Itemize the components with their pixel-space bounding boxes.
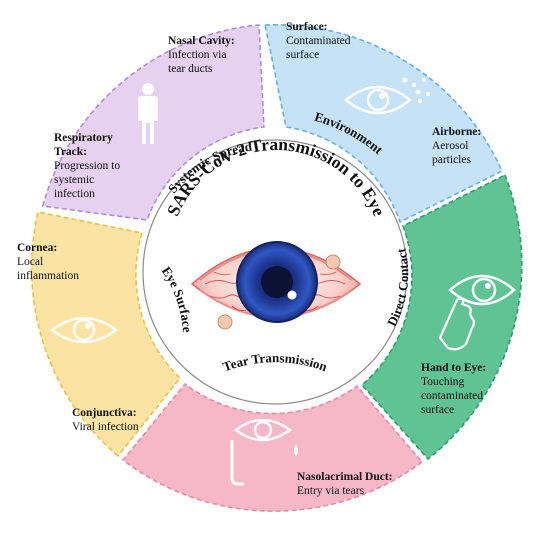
hand-to-eye-line-3: surface [421,404,454,416]
airborne-line-1: Aerosol [432,140,468,152]
hand-touch-eye-icon [438,274,516,351]
sector-environment [264,23,504,224]
respiratory-track-line-1: Progression to [54,160,120,172]
surface-heading: Surface: [286,21,328,33]
respiratory-track-heading-1: Respiratory [54,132,113,144]
airborne-heading: Airborne: [432,126,481,138]
infected-eye-illustration [190,241,362,330]
sector-tear-transmission [121,382,424,512]
cornea-heading: Cornea: [17,242,57,254]
hand-to-eye-line-2: contaminated [421,390,483,402]
hand-to-eye-line-1: Touching [421,376,465,388]
respiratory-track-heading-2: Track: [54,146,87,158]
tear-duct-icon [230,418,298,486]
sector-direct-contact [360,173,523,461]
nasolacrimal-duct-heading: Nasolacrimal Duct: [297,471,393,483]
sector-eye-surface [30,211,182,458]
surface-line-1: Contaminated [286,35,351,47]
conjunctiva-line-1: Viral infection [72,421,139,433]
hand-to-eye-heading: Hand to Eye: [421,362,486,374]
respiratory-track-line-2: systemic [54,174,94,186]
surface-line-2: surface [286,49,319,61]
nasal-cavity-line-2: tear ducts [168,63,213,75]
nasolacrimal-duct-line-1: Entry via tears [297,485,365,497]
person-icon [138,83,158,144]
cornea-line-1: Local [17,256,43,268]
nasal-cavity-line-1: Infection via [168,49,226,61]
eye-icon [49,316,119,344]
cornea-line-2: inflammation [17,270,79,282]
nasal-cavity-heading: Nasal Cavity: [168,35,235,47]
airborne-line-2: particles [432,154,471,166]
conjunctiva-heading: Conjunctiva: [72,407,137,419]
eye-aerosol-icon [344,77,430,115]
respiratory-track-line-3: infection [54,188,95,200]
